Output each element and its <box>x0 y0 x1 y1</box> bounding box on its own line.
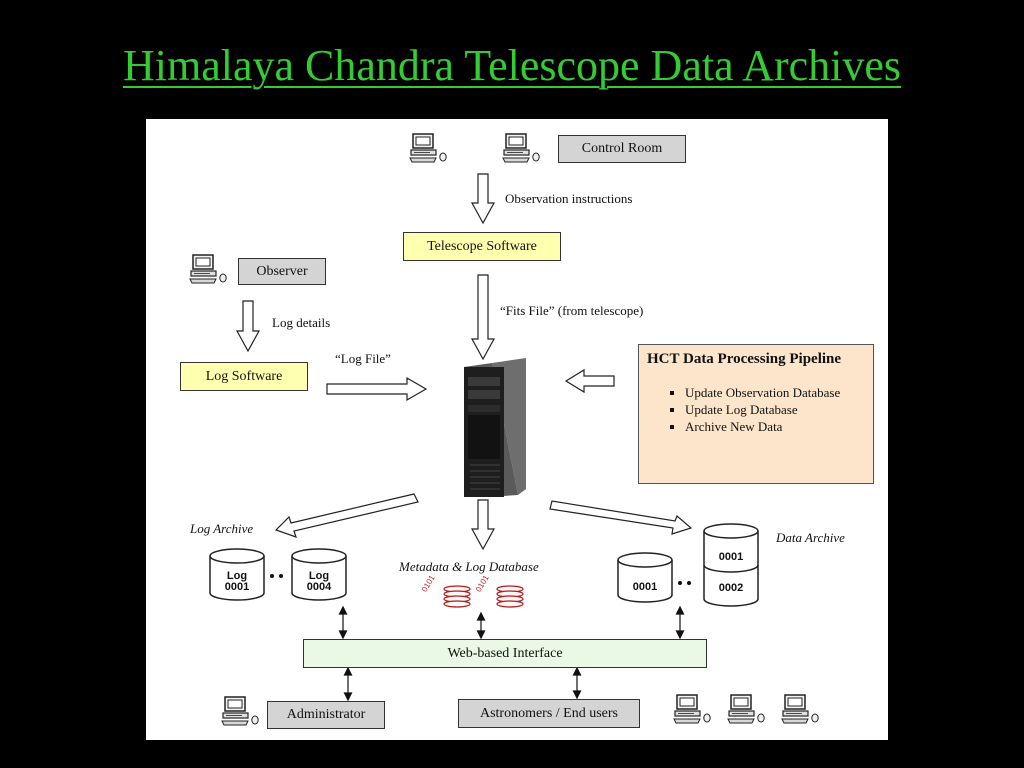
diagram-graphics <box>189 133 819 726</box>
database-icon <box>496 585 524 608</box>
log-file-label: “Log File” <box>335 351 391 366</box>
arrow-down-icon <box>235 300 261 353</box>
observation-instructions-label: Observation instructions <box>505 191 633 206</box>
log-details-label: Log details <box>272 315 331 330</box>
telescope-software-box: Telescope Software <box>403 232 561 261</box>
end-user-computer-icon <box>727 694 765 724</box>
pipeline-title: HCT Data Processing Pipeline <box>647 351 842 367</box>
data-disk-label: 0002 <box>718 582 744 594</box>
ellipsis-dot <box>687 581 691 585</box>
data-archive-label: Data Archive <box>776 530 845 545</box>
log-software-box: Log Software <box>180 362 308 391</box>
observer-box: Observer <box>238 258 326 285</box>
arrow-to-data-archive-icon <box>549 500 693 535</box>
control-room-computer-icon <box>409 133 447 163</box>
control-room-box: Control Room <box>558 135 686 163</box>
log-disk-icon <box>291 548 347 601</box>
ellipsis-dot <box>279 574 283 578</box>
arrow-left-icon <box>564 368 615 394</box>
metadata-database-label: Metadata & Log Database <box>399 559 539 574</box>
diagram-panel: Control Room Observation instructions Te… <box>146 119 888 740</box>
server-icon <box>464 358 526 497</box>
ellipsis-dot <box>678 581 682 585</box>
fits-file-label: “Fits File” (from telescope) <box>500 303 644 318</box>
arrow-to-log-archive-icon <box>274 493 419 538</box>
pipeline-item: Archive New Data <box>685 418 865 435</box>
pipeline-box: HCT Data Processing Pipeline Update Obse… <box>638 344 874 484</box>
data-disk-label: 0001 <box>632 581 658 593</box>
astronomers-box: Astronomers / End users <box>458 699 640 728</box>
data-disk-icon <box>617 552 673 603</box>
end-user-computer-icon <box>673 694 711 724</box>
pipeline-item: Update Observation Database <box>685 384 865 401</box>
observer-computer-icon <box>189 254 227 284</box>
pipeline-item: Update Log Database <box>685 401 865 418</box>
administrator-computer-icon <box>221 696 259 726</box>
web-interface-box[interactable]: Web-based Interface <box>303 639 707 668</box>
arrow-down-icon <box>470 274 496 361</box>
data-disk-label: 0001 <box>718 551 744 563</box>
control-room-computer-icon <box>502 133 540 163</box>
arrow-right-icon <box>326 376 428 402</box>
data-disk-stack-icon <box>703 523 759 607</box>
pipeline-list: Update Observation Database Update Log D… <box>647 384 865 435</box>
end-user-computer-icon <box>781 694 819 724</box>
administrator-box: Administrator <box>267 701 385 729</box>
log-archive-label: Log Archive <box>190 521 254 536</box>
slide-title: Himalaya Chandra Telescope Data Archives <box>122 41 902 90</box>
ellipsis-dot <box>270 574 274 578</box>
log-disk-icon <box>209 548 265 601</box>
database-icon <box>443 585 471 608</box>
arrow-down-icon <box>470 499 496 551</box>
arrow-down-icon <box>470 173 496 225</box>
connector-arrows <box>338 605 685 702</box>
